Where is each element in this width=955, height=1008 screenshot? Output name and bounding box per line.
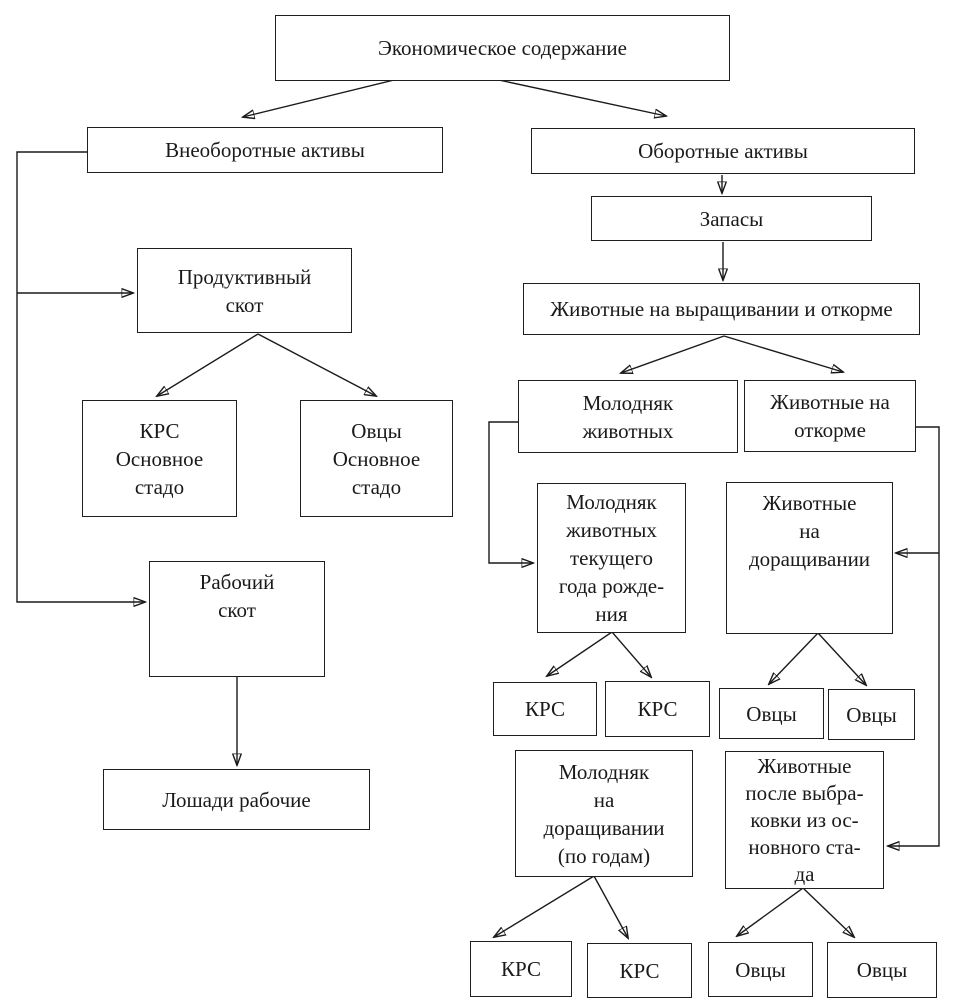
node-noncurrent-assets: Внеоборотные активы — [87, 127, 443, 173]
edge-rearing-sheep1 — [769, 632, 819, 684]
node-sheep-rearing-1: Овцы — [719, 688, 824, 739]
node-krs-bottom-2: КРС — [587, 943, 692, 998]
node-economic-content: Экономическое содержание — [275, 15, 730, 81]
edge-raising-young-animals — [621, 335, 725, 373]
node-inventories: Запасы — [591, 196, 872, 241]
edge-young-rearing-krs2 — [593, 875, 628, 938]
node-young-animals: Молодняк животных — [518, 380, 738, 453]
edge-culled-sheep2 — [802, 887, 854, 937]
edge-current-year-krs2 — [611, 631, 651, 677]
node-productive-livestock: Продуктивный скот — [137, 248, 352, 333]
node-animals-raising-fattening: Животные на выращивании и откорме — [523, 283, 920, 335]
edge-fattening-rail — [888, 426, 940, 846]
node-working-livestock: Рабочий скот — [149, 561, 325, 677]
node-current-assets: Оборотные активы — [531, 128, 915, 174]
node-young-on-rearing-by-years: Молодняк на доращивании (по годам) — [515, 750, 693, 877]
node-krs-young-2: КРС — [605, 681, 710, 737]
node-krs-young-1: КРС — [493, 682, 597, 736]
node-animals-for-fattening: Животные на откорме — [744, 380, 916, 452]
node-animals-after-culling: Животные после выбра- ковки из ос- новно… — [725, 751, 884, 889]
edge-raising-fattening — [723, 335, 843, 372]
edge-productive-krs-main — [157, 333, 259, 396]
node-animals-on-rearing: Животные на доращивании — [726, 482, 893, 634]
node-young-current-year: Молодняк животных текущего года рожде- н… — [537, 483, 686, 633]
edge-culled-sheep1 — [737, 887, 804, 936]
node-sheep-bottom-1: Овцы — [708, 942, 813, 997]
edge-noncurrent-rail — [16, 151, 145, 602]
node-sheep-rearing-2: Овцы — [828, 689, 915, 740]
node-working-horses: Лошади рабочие — [103, 769, 370, 830]
edge-productive-sheep-main — [257, 333, 376, 396]
edge-current-year-krs1 — [547, 631, 613, 676]
node-krs-bottom-1: КРС — [470, 941, 572, 997]
node-cattle-main-herd: КРС Основное стадо — [82, 400, 237, 517]
edge-young-rearing-krs1 — [494, 875, 595, 937]
node-sheep-main-herd: Овцы Основное стадо — [300, 400, 453, 517]
edge-rearing-sheep2 — [817, 632, 866, 685]
node-sheep-bottom-2: Овцы — [827, 942, 937, 998]
